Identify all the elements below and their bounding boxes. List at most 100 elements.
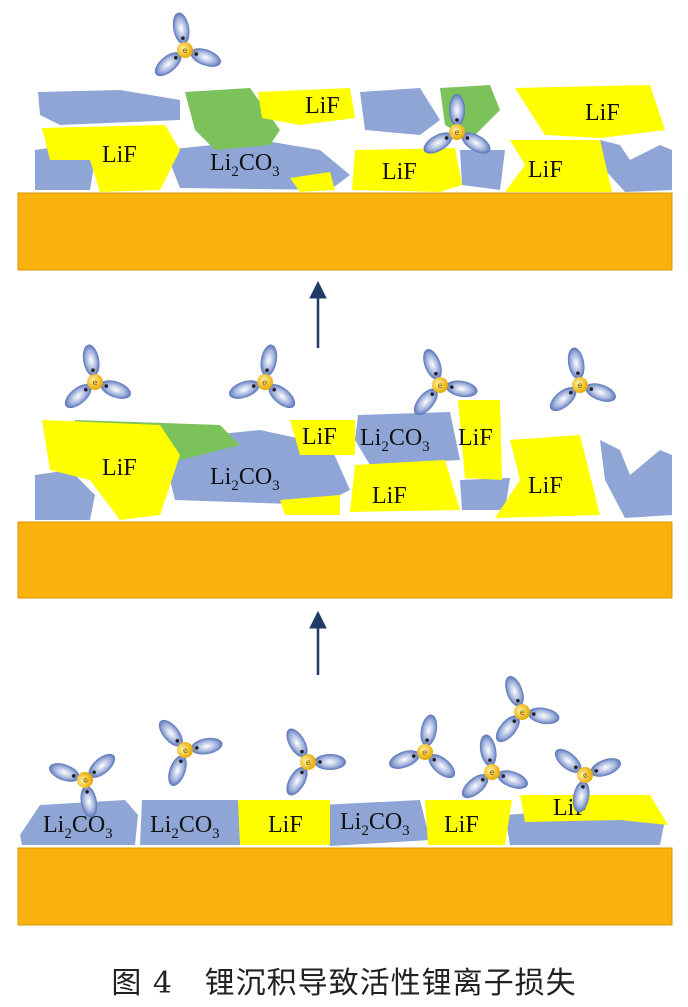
green-deposit [185,88,280,150]
label-lif: LiF [302,424,337,450]
lif-deposit [238,800,330,845]
solvent-lobe [420,714,438,747]
lithium-ion-icon: e [286,728,346,796]
lif-deposit [458,400,502,480]
label-lif: LiF [585,100,620,126]
lithium-ion-icon: e [495,676,560,743]
diagram: LiF LiF Li2CO3 LiF LiF LiF LiF Li2CO3 Li… [17,12,673,926]
solvent-lobe [260,344,278,377]
label-lif: LiF [372,483,407,509]
ion-label: e [304,757,312,767]
solvent-lobe [100,380,131,399]
label-li2co3: Li2CO3 [150,812,220,842]
ion-label: e [437,381,443,391]
ion-core [177,742,193,758]
solvent-lobe [445,380,478,398]
li2co3-deposit [38,90,180,125]
caption-text: 锂沉积导致活性锂离子损失 [204,966,577,1001]
ion-label: e [581,770,591,780]
ion-core [177,42,193,58]
ion-core [577,767,593,783]
label-li2co3: Li2CO3 [360,425,430,455]
substrate-bottom [17,847,673,926]
ion-core [514,704,530,720]
lithium-ion-icon: e [423,93,491,154]
solvent-lobe [82,344,100,377]
li2co3-deposit [20,800,138,845]
solvent-lobe [49,763,80,782]
ion-core [300,754,316,770]
lif-deposit [42,420,180,520]
li2co3-deposit [600,140,672,192]
lithium-ion-icon: e [229,344,296,409]
lif-deposit [280,495,340,515]
lithium-ion-icon: e [154,12,221,77]
li2co3-deposit [355,412,460,465]
label-lif: LiF [382,159,417,185]
solvent-lobe [389,750,420,769]
label-li2co3: Li2CO3 [340,809,410,839]
ion-core [77,772,93,788]
ion-label: e [421,747,429,757]
solvent-lobe [449,93,466,126]
ion-label: e [454,128,460,138]
li2co3-deposit [600,440,672,518]
lif-deposit [520,795,668,825]
solvent-lobe [505,676,524,707]
sei-layer-top [35,85,672,192]
ion-core [87,374,103,390]
li2co3-deposit [140,800,245,845]
arrow-up-icon [309,610,327,675]
label-lif: LiF [268,812,303,838]
lithium-ion-icon: e [158,719,223,786]
lithium-ion-icon: e [389,714,456,779]
solvent-lobe [479,734,497,767]
ion-core [572,377,588,393]
solvent-lobe [497,770,528,789]
lif-deposit [425,800,512,845]
ion-label: e [80,776,90,785]
solvent-lobe [567,347,585,380]
ion-label: e [261,377,269,387]
label-lif: LiF [102,142,137,168]
ion-label: e [519,708,525,718]
label-lif: LiF [528,157,563,183]
solvent-lobe [527,707,560,725]
green-deposit [440,85,500,140]
label-lif: LiF [102,455,137,481]
ion-label: e [183,46,188,55]
figure-number: 图 4 [111,966,173,1001]
lithium-ion-icon: e [461,734,528,799]
solvent-lobe [172,12,190,45]
solvent-lobe [190,737,223,755]
lif-deposit [495,435,600,518]
lithium-ion-icon: e [413,349,478,416]
ion-label: e [181,745,190,755]
ion-label: e [93,378,98,387]
solvent-lobe [229,380,260,399]
li2co3-deposit [460,150,505,190]
lithium-ion-icon: e [49,753,116,818]
substrate-top [17,192,673,271]
label-li2co3: Li2CO3 [43,812,113,842]
solvent-lobe [80,785,98,818]
label-lif: LiF [444,812,479,838]
substrate-middle [17,521,673,599]
lif-deposit [350,460,460,512]
label-lif: LiF [458,425,493,451]
solvent-lobe [590,758,621,777]
lithium-ion-icon: e [554,748,621,813]
lithium-ion-icon: e [549,347,616,412]
ion-label: e [578,381,583,390]
lif-deposit [505,140,612,192]
arrow-up-icon [309,280,327,348]
lif-deposit [42,125,180,192]
li2co3-deposit [360,88,440,135]
label-li2co3: Li2CO3 [210,150,280,180]
solvent-lobe [423,349,442,380]
lif-deposit [352,148,462,192]
lithium-ion-icon: e [64,344,131,409]
lif-deposit [290,420,355,455]
solvent-lobe [314,754,346,770]
